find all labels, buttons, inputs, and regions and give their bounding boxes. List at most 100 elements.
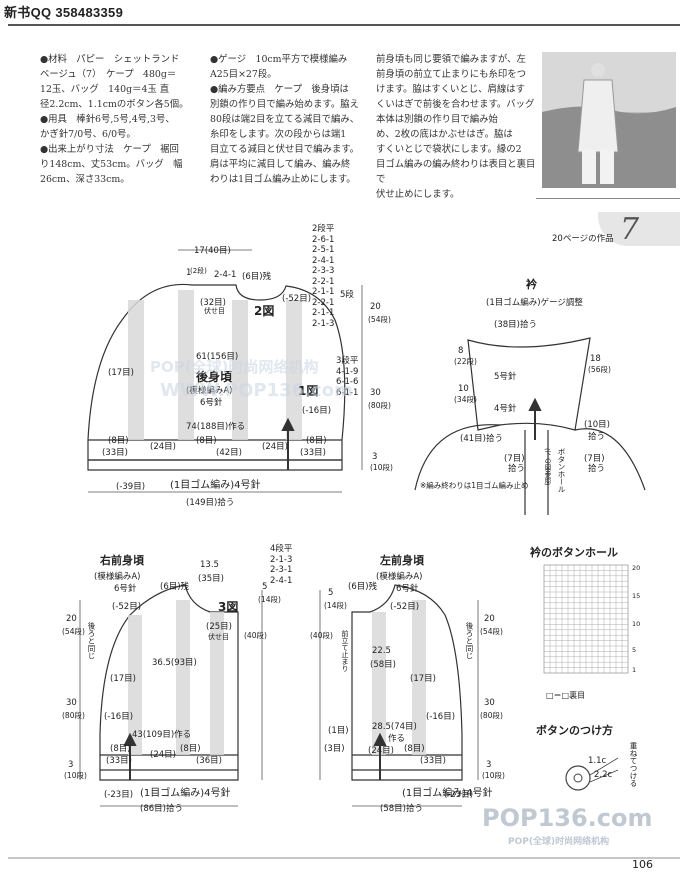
- back-bottom: (149目)拾う: [186, 498, 235, 508]
- step: 2-3-3: [312, 266, 335, 276]
- materials-column: ●材料 パピー シェットランド ベージュ（7） ケープ 480g＝ 12玉、バッ…: [40, 52, 198, 187]
- back-strip: [286, 300, 302, 440]
- back-h3: 3: [372, 452, 378, 462]
- back-strip: [178, 290, 194, 440]
- step: 2-4-1: [312, 255, 335, 266]
- bh-row: 1: [632, 666, 637, 674]
- lf-pattern: (模様編みA): [376, 572, 423, 582]
- back-m42: (42目): [216, 448, 242, 458]
- right-front-outline: [99, 584, 239, 771]
- rf-m8: (8目): [110, 744, 131, 754]
- back-fig2: 2図: [254, 304, 275, 318]
- step: 6-1-6: [336, 377, 359, 387]
- lf-strip: [372, 612, 386, 755]
- rf-h54: (54段): [62, 627, 85, 636]
- collar-m41: (41目)拾う: [460, 434, 503, 444]
- rf-h20: 20: [66, 614, 77, 624]
- collar-n22: (22段): [454, 357, 477, 366]
- back-m8b: (8目): [196, 436, 217, 446]
- rf-m52: (-52目): [112, 602, 142, 612]
- buttonhole-title: 衿のボタンホール: [530, 546, 618, 559]
- button-center: [573, 773, 583, 783]
- collar-btn2: (下の図参照): [543, 448, 551, 486]
- step: 2-2-1: [312, 276, 335, 287]
- item-number: 7: [620, 212, 640, 247]
- rf-w43: 43(109目)作る: [132, 730, 192, 740]
- collar-outline: [467, 337, 591, 431]
- back-h1b: (2段): [190, 267, 207, 275]
- rf-h30: 30: [66, 698, 77, 708]
- col3-line: 伏せ止めにします。: [376, 189, 460, 200]
- col2-line: わりは1目ゴム編み止めにします。: [210, 174, 356, 185]
- watermark-logo: POP136.com: [482, 804, 653, 832]
- lf-m6: (6目)残: [348, 582, 378, 592]
- back-m33: (33目): [102, 448, 128, 458]
- rf-title: 右前身頃: [100, 554, 144, 567]
- col2-line: ●ゲージ 10cm平方で模様編み: [210, 54, 348, 65]
- collar-m7a: (7目): [504, 454, 525, 464]
- back-m52: (-52目): [282, 294, 312, 304]
- rf-rib: (1目ゴム編み)4号針: [140, 788, 231, 799]
- lf-m3: (3目): [324, 744, 345, 754]
- back-needle: 6号針: [200, 398, 223, 408]
- lf-h30: 30: [484, 698, 495, 708]
- col3-line: すくいとじで袋状にします。縁の2: [376, 144, 522, 155]
- collar-n10: 10: [458, 384, 469, 394]
- col3-line: 前身頃も同じ要領で編みますが、左: [376, 54, 526, 65]
- back-m8: (8目): [108, 436, 129, 446]
- col2-line: 肩は平均に減目して編み、編み終: [210, 159, 351, 170]
- back-side-steps: 3段平 4-1-9 6-1-6 6-1-1: [336, 356, 358, 398]
- lf-h20: 20: [484, 614, 495, 624]
- col3-line: 本体は別鎖の作り目で編み始: [376, 114, 498, 125]
- rf-m33: (33目): [106, 756, 132, 766]
- back-m33b: (33目): [300, 448, 326, 458]
- lf-m52: (-52目): [390, 602, 420, 612]
- step: 2-5-1: [312, 245, 335, 255]
- rf-fig3: 3図: [218, 600, 239, 614]
- step: 2-6-1: [312, 234, 335, 245]
- collar-title: 衿: [526, 278, 537, 291]
- step: 2-1-1: [312, 287, 335, 297]
- col2-line: 別鎖の作り目で編み始めます。脇え: [210, 99, 360, 110]
- collar-hiro2: 拾う: [588, 432, 606, 442]
- rf-strip: [128, 615, 142, 755]
- photo-figure: [542, 52, 676, 188]
- watermark-sub: POP(全球)时尚网络机构: [508, 837, 610, 847]
- step: 2-1-3: [312, 318, 335, 329]
- lf-m24: (24目): [368, 746, 394, 756]
- step: 4段平: [270, 544, 293, 554]
- rf-h80: (80段): [62, 711, 85, 720]
- col3-line: 前身頃の前立て止まりにも糸印をつ: [376, 69, 527, 80]
- rf-strip: [176, 600, 190, 755]
- lf-title: 左前身頃: [380, 554, 424, 567]
- col3-line: けます。脇はすくいとじ、肩線はす: [376, 84, 526, 95]
- lf-strip: [412, 600, 426, 755]
- collar-m38: (38目)拾う: [494, 320, 537, 330]
- collar-n34: (34段): [454, 395, 477, 404]
- photo-rule: [536, 198, 680, 199]
- rf-h3: 3: [68, 760, 74, 770]
- col2-line: 糸印をします。次の段からは端1: [210, 129, 347, 140]
- collar-note: ※編み終わりは1目ゴム編み止め: [420, 481, 529, 490]
- col3-line: め、2枚の底はかぶせはぎ。脇は: [376, 129, 513, 140]
- back-w74: 74(188目)作る: [186, 422, 246, 432]
- attach-note: 重ねてつける: [629, 742, 638, 787]
- back-m8c: (8目): [306, 436, 327, 446]
- lf-m1: (1目): [328, 726, 349, 736]
- reference-text: 20ページの作品: [552, 234, 614, 244]
- col3-line: くいはぎで前後を合わせます。バッグ: [376, 99, 535, 110]
- rf-fuse: 伏せ目: [208, 633, 229, 641]
- number-badge-bg: [598, 212, 680, 246]
- collar-n5: 5号針: [494, 372, 517, 382]
- lf-h3: 3: [486, 760, 492, 770]
- rf-needle: 6号針: [114, 584, 137, 594]
- back-h1: 1: [186, 268, 192, 278]
- collar-sub: (1目ゴム編み)ゲージ調整: [486, 298, 583, 308]
- back-h80: (80段): [368, 401, 391, 410]
- collar-n4: 4号針: [494, 404, 517, 414]
- back-neck-small: 2-4-1: [214, 270, 237, 280]
- lf-h10: (10段): [482, 771, 505, 780]
- back-rib: (1目ゴム編み)4号針: [170, 480, 261, 491]
- back-m24b: (24目): [262, 442, 288, 452]
- col1-line: 12玉、バッグ 140g＝4玉 直: [40, 84, 170, 95]
